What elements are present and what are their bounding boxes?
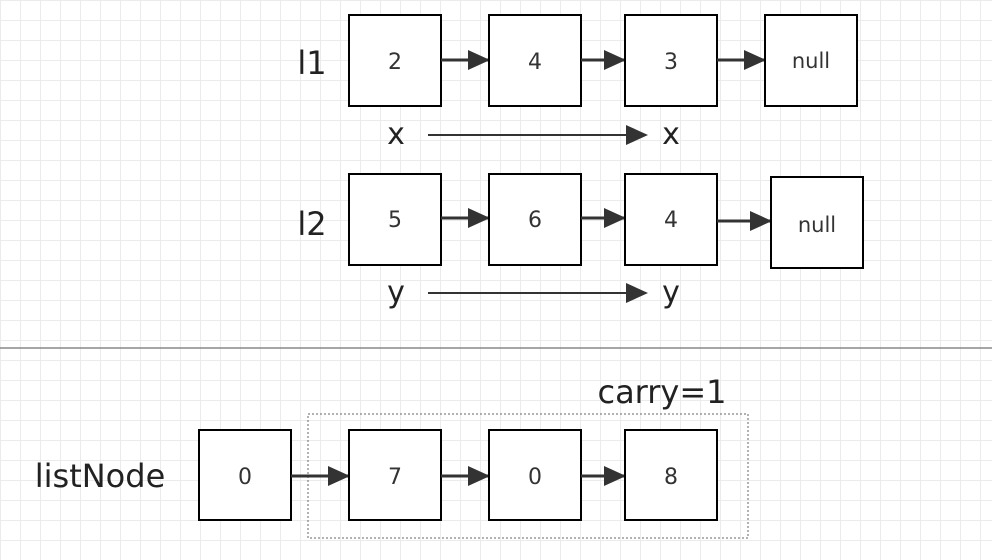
l2-node-2: 6 bbox=[488, 173, 582, 266]
l2-node-null: null bbox=[770, 176, 864, 269]
l1-null-value: null bbox=[792, 49, 830, 73]
pointer-y-start: y bbox=[387, 275, 405, 310]
l2-node-2-value: 6 bbox=[528, 208, 542, 233]
l2-null-value: null bbox=[798, 213, 836, 237]
l2-node-1: 5 bbox=[348, 173, 442, 266]
l1-node-1-value: 2 bbox=[388, 50, 402, 75]
result-node-2: 7 bbox=[348, 429, 442, 521]
pointer-x: x x bbox=[387, 117, 680, 152]
result-list: listNode carry=1 0 7 0 8 bbox=[35, 373, 749, 539]
list-l1-label: l1 bbox=[297, 44, 326, 82]
result-list-label: listNode bbox=[35, 457, 166, 495]
result-node-3: 0 bbox=[488, 429, 582, 521]
l2-node-1-value: 5 bbox=[388, 208, 402, 233]
result-node-4-value: 8 bbox=[664, 465, 678, 490]
carry-label: carry=1 bbox=[597, 373, 726, 411]
l1-node-2: 4 bbox=[488, 14, 582, 107]
l1-node-2-value: 4 bbox=[528, 50, 542, 75]
l2-node-3-value: 4 bbox=[664, 208, 678, 233]
l1-node-3: 3 bbox=[624, 14, 718, 107]
result-node-1: 0 bbox=[198, 429, 292, 521]
pointer-y: y y bbox=[387, 275, 680, 310]
result-node-1-value: 0 bbox=[238, 465, 252, 490]
list-l2: l2 5 6 4 null bbox=[297, 173, 864, 269]
l1-node-3-value: 3 bbox=[664, 50, 678, 75]
l1-node-null: null bbox=[764, 14, 858, 107]
list-l1: l1 2 4 3 null bbox=[297, 14, 858, 107]
pointer-x-end: x bbox=[662, 117, 680, 152]
result-node-2-value: 7 bbox=[388, 465, 402, 490]
pointer-x-start: x bbox=[387, 117, 405, 152]
result-node-4: 8 bbox=[624, 429, 718, 521]
l1-node-1: 2 bbox=[348, 14, 442, 107]
result-node-3-value: 0 bbox=[528, 465, 542, 490]
l2-node-3: 4 bbox=[624, 173, 718, 266]
list-l2-label: l2 bbox=[297, 205, 326, 243]
pointer-y-end: y bbox=[662, 275, 680, 310]
